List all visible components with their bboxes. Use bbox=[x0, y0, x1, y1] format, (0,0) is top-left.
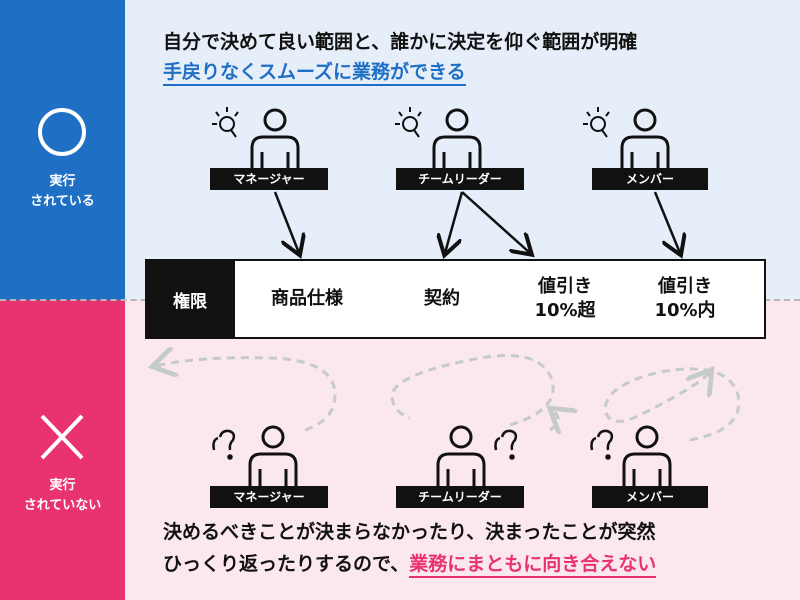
role-tag-member: メンバー bbox=[592, 486, 708, 508]
bottom-text-line1: 決めるべきことが決まらなかったり、決まったことが突然 bbox=[163, 521, 656, 543]
role-tag-manager: マネージャー bbox=[210, 486, 328, 508]
authority-item-contract: 契約 bbox=[424, 288, 460, 309]
circle-symbol bbox=[0, 102, 125, 166]
role-tag-team-leader: チームリーダー bbox=[396, 168, 524, 190]
executed-label-line1: 実行 bbox=[49, 174, 76, 189]
question-icon bbox=[494, 429, 518, 460]
top-headline-line2: 手戻りなくスムーズに業務ができる bbox=[163, 61, 466, 86]
lightbulb-icon bbox=[583, 107, 610, 138]
role-tag-member: メンバー bbox=[592, 168, 708, 190]
person-icon bbox=[620, 108, 670, 170]
wandering-arrows bbox=[155, 356, 741, 442]
bottom-text-line2: ひっくり返ったりするので、 bbox=[163, 553, 410, 575]
authority-item-discount-over: 値引き 10%超 bbox=[534, 276, 596, 321]
person-icon bbox=[250, 108, 300, 170]
executed-label-line2: されている bbox=[30, 194, 95, 209]
not-executed-label-line2: されていない bbox=[23, 498, 102, 513]
question-icon bbox=[590, 429, 614, 460]
side-panel-top bbox=[0, 0, 125, 300]
authority-item-discount-within: 値引き 10%内 bbox=[654, 276, 716, 321]
authority-box bbox=[145, 259, 766, 339]
side-panel-bottom bbox=[0, 300, 125, 600]
bottom-text-highlight: 業務にまともに向き合えない bbox=[409, 553, 657, 578]
lightbulb-icon bbox=[395, 107, 422, 138]
top-headline-line1: 自分で決めて良い範囲と、誰かに決定を仰ぐ範囲が明確 bbox=[163, 31, 638, 53]
person-icon bbox=[622, 425, 672, 487]
authority-label: 権限 bbox=[145, 259, 235, 339]
authority-item-product-spec: 商品仕様 bbox=[271, 288, 343, 309]
lightbulb-icon bbox=[212, 107, 239, 138]
main-panel-top bbox=[125, 0, 800, 300]
cross-symbol bbox=[0, 410, 125, 470]
role-tag-team-leader: チームリーダー bbox=[396, 486, 524, 508]
role-tag-manager: マネージャー bbox=[210, 168, 328, 190]
person-icon bbox=[436, 425, 486, 487]
question-icon bbox=[212, 429, 236, 460]
main-panel-bottom bbox=[125, 300, 800, 600]
person-icon bbox=[248, 425, 298, 487]
person-icon bbox=[432, 108, 482, 170]
authority-arrows bbox=[273, 191, 680, 253]
not-executed-label-line1: 実行 bbox=[49, 478, 76, 493]
